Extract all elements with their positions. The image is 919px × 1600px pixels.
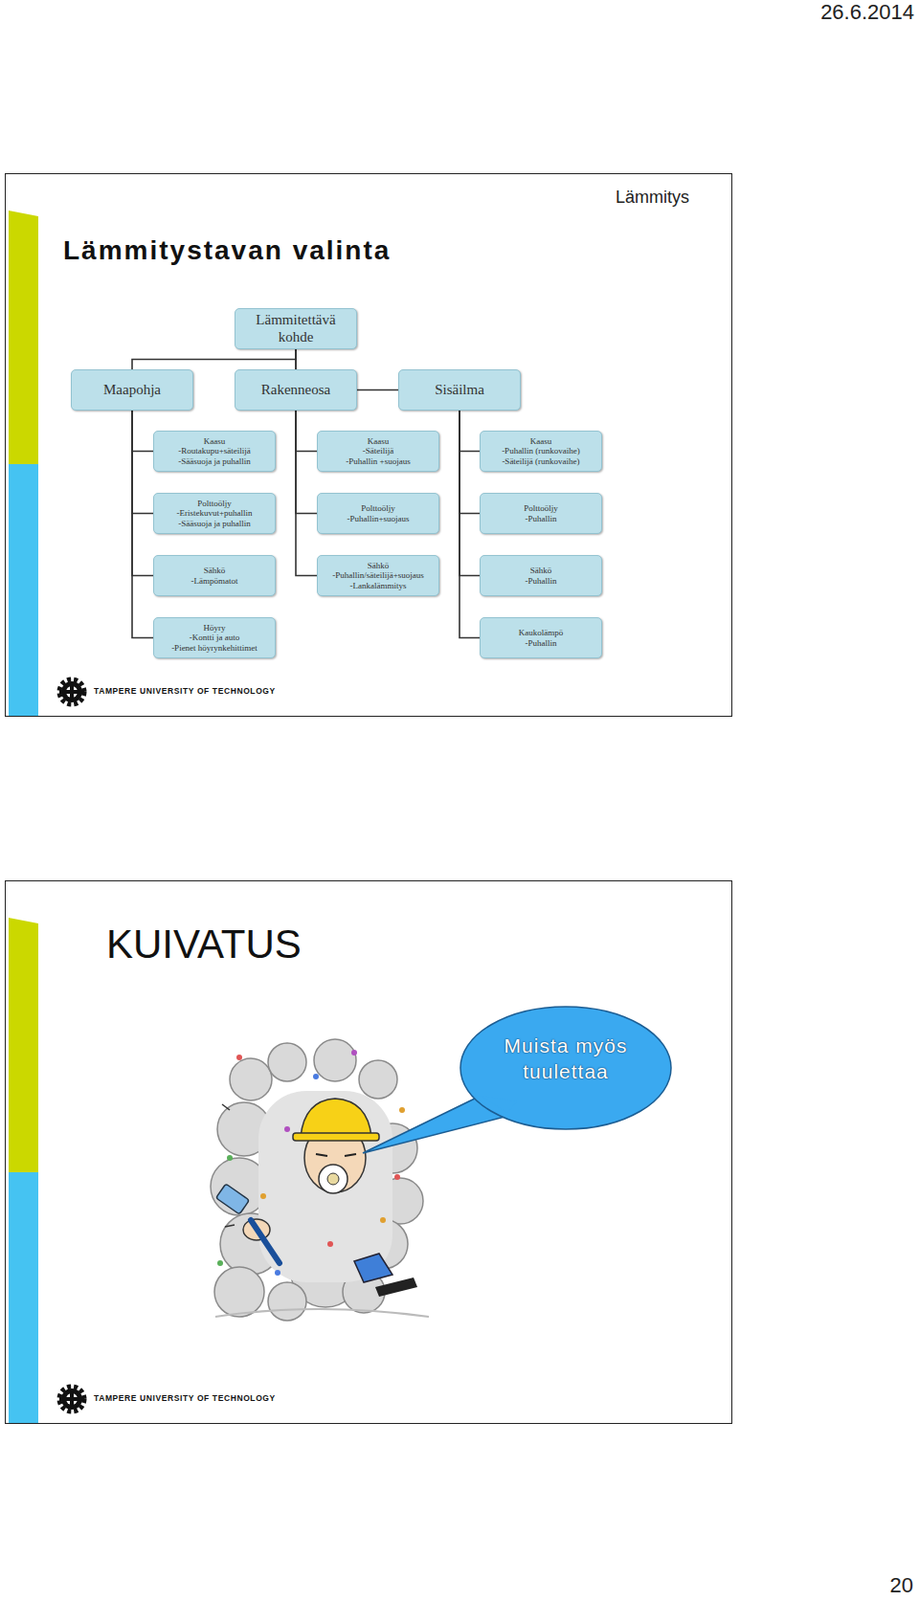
- tree-connector: [132, 410, 154, 639]
- box-heading: Höyry: [203, 623, 226, 633]
- box-heading: Rakenneosa: [261, 381, 331, 399]
- box-heading: Polttoöljy: [360, 503, 396, 514]
- box-heading: Polttoöljy: [197, 498, 232, 509]
- tree-connector: [459, 410, 480, 515]
- university-name: TAMPERE UNIVERSITY OF TECHNOLOGY: [93, 686, 276, 696]
- category-box: Rakenneosa: [234, 369, 358, 411]
- box-heading: Muista myös tuulettaa: [489, 1032, 643, 1086]
- box-heading: Sähkö: [367, 560, 390, 571]
- tut-logo: [59, 1387, 85, 1413]
- box-item: -Puhallin/säteilijä+suojaus: [332, 570, 425, 581]
- box-item: -Puhallin: [525, 576, 558, 586]
- box-item: -Eristekuvut+puhallin: [176, 508, 252, 518]
- method-box: Polttoöljy-Puhallin+suojaus: [316, 493, 440, 535]
- green-bar: [8, 918, 39, 1173]
- section-label: Lämmitys: [615, 187, 690, 208]
- box-item: -Säteilijä (runkovaihe): [501, 456, 580, 467]
- green-bar: [8, 210, 39, 465]
- method-box: Sähkö-Puhallin/säteilijä+suojaus-Lankalä…: [316, 555, 440, 597]
- page-number: 20: [890, 1573, 914, 1599]
- tree-connector: [459, 410, 480, 639]
- method-box: Sähkö-Lämpömatot: [153, 555, 276, 597]
- method-box: Kaasu-Routakupu+säteilijä-Sääsuoja ja pu…: [153, 430, 276, 472]
- box-item: -Sääsuoja ja puhallin: [178, 456, 250, 467]
- box-heading: Sähkö: [203, 565, 226, 576]
- tut-logo: [59, 679, 85, 705]
- blue-bar: [8, 464, 39, 717]
- blue-bar: [8, 1172, 39, 1424]
- box-item: -Puhallin+suojaus: [346, 514, 409, 524]
- box-item: -Puhallin: [525, 514, 558, 524]
- tree-connector: [459, 410, 480, 452]
- box-item: -Pienet höyrynkehittimet: [171, 643, 258, 653]
- method-box: Sähkö-Puhallin: [479, 555, 603, 597]
- method-box: Höyry-Kontti ja auto-Pienet höyrynkehitt…: [153, 617, 276, 659]
- tree-connector: [295, 410, 317, 515]
- box-item: -Puhallin +suojaus: [345, 456, 410, 467]
- method-box: Kaasu-Säteilijä-Puhallin +suojaus: [316, 430, 440, 472]
- tree-connector: [132, 410, 154, 452]
- date: 26.6.2014: [820, 0, 915, 25]
- category-box: Sisäilma: [398, 369, 521, 411]
- tree-connector: [459, 410, 480, 577]
- box-heading: Kaasu: [203, 436, 226, 447]
- speech-bubble: Muista myös tuulettaa: [459, 1006, 673, 1131]
- university-name: TAMPERE UNIVERSITY OF TECHNOLOGY: [93, 1393, 276, 1404]
- tree-connector: [132, 349, 296, 370]
- box-heading: Maapohja: [103, 381, 161, 399]
- box-item: -Lankalämmitys: [350, 581, 407, 591]
- tree-connector: [295, 410, 317, 452]
- box-heading: Sisäilma: [434, 381, 485, 399]
- box-heading: Kaasu: [530, 436, 553, 447]
- category-box: Lämmitettävä kohde: [234, 308, 358, 350]
- method-box: Kaasu-Puhallin (runkovaihe)-Säteilijä (r…: [479, 430, 603, 472]
- method-box: Kaukolämpö-Puhallin: [479, 617, 603, 659]
- box-heading: Kaasu: [367, 436, 390, 447]
- tree-connector: [295, 410, 317, 577]
- box-heading: Lämmitettävä kohde: [239, 312, 353, 346]
- box-heading: Kaukolämpö: [518, 627, 564, 638]
- box-item: -Lämpömatot: [191, 576, 239, 586]
- slide-title: KUIVATUS: [106, 921, 302, 968]
- dust-particles: [217, 1050, 405, 1277]
- box-item: -Routakupu+säteilijä: [178, 446, 251, 456]
- box-item: -Kontti ja auto: [189, 632, 241, 643]
- box-heading: Sähkö: [530, 565, 553, 576]
- box-item: -Säteilijä: [362, 446, 395, 456]
- method-box: Polttoöljy-Eristekuvut+puhallin-Sääsuoja…: [153, 493, 276, 535]
- box-heading: Polttoöljy: [523, 503, 559, 514]
- worker-illustration: [210, 1039, 429, 1322]
- slide-title: Lämmitystavan valinta: [63, 235, 391, 267]
- tree-connector: [132, 410, 154, 577]
- box-item: -Puhallin: [525, 638, 558, 649]
- box-item: -Puhallin (runkovaihe): [501, 446, 581, 456]
- category-box: Maapohja: [70, 369, 194, 411]
- tree-connector: [132, 410, 154, 515]
- method-box: Polttoöljy-Puhallin: [479, 493, 603, 535]
- box-item: -Sääsuoja ja puhallin: [178, 518, 250, 529]
